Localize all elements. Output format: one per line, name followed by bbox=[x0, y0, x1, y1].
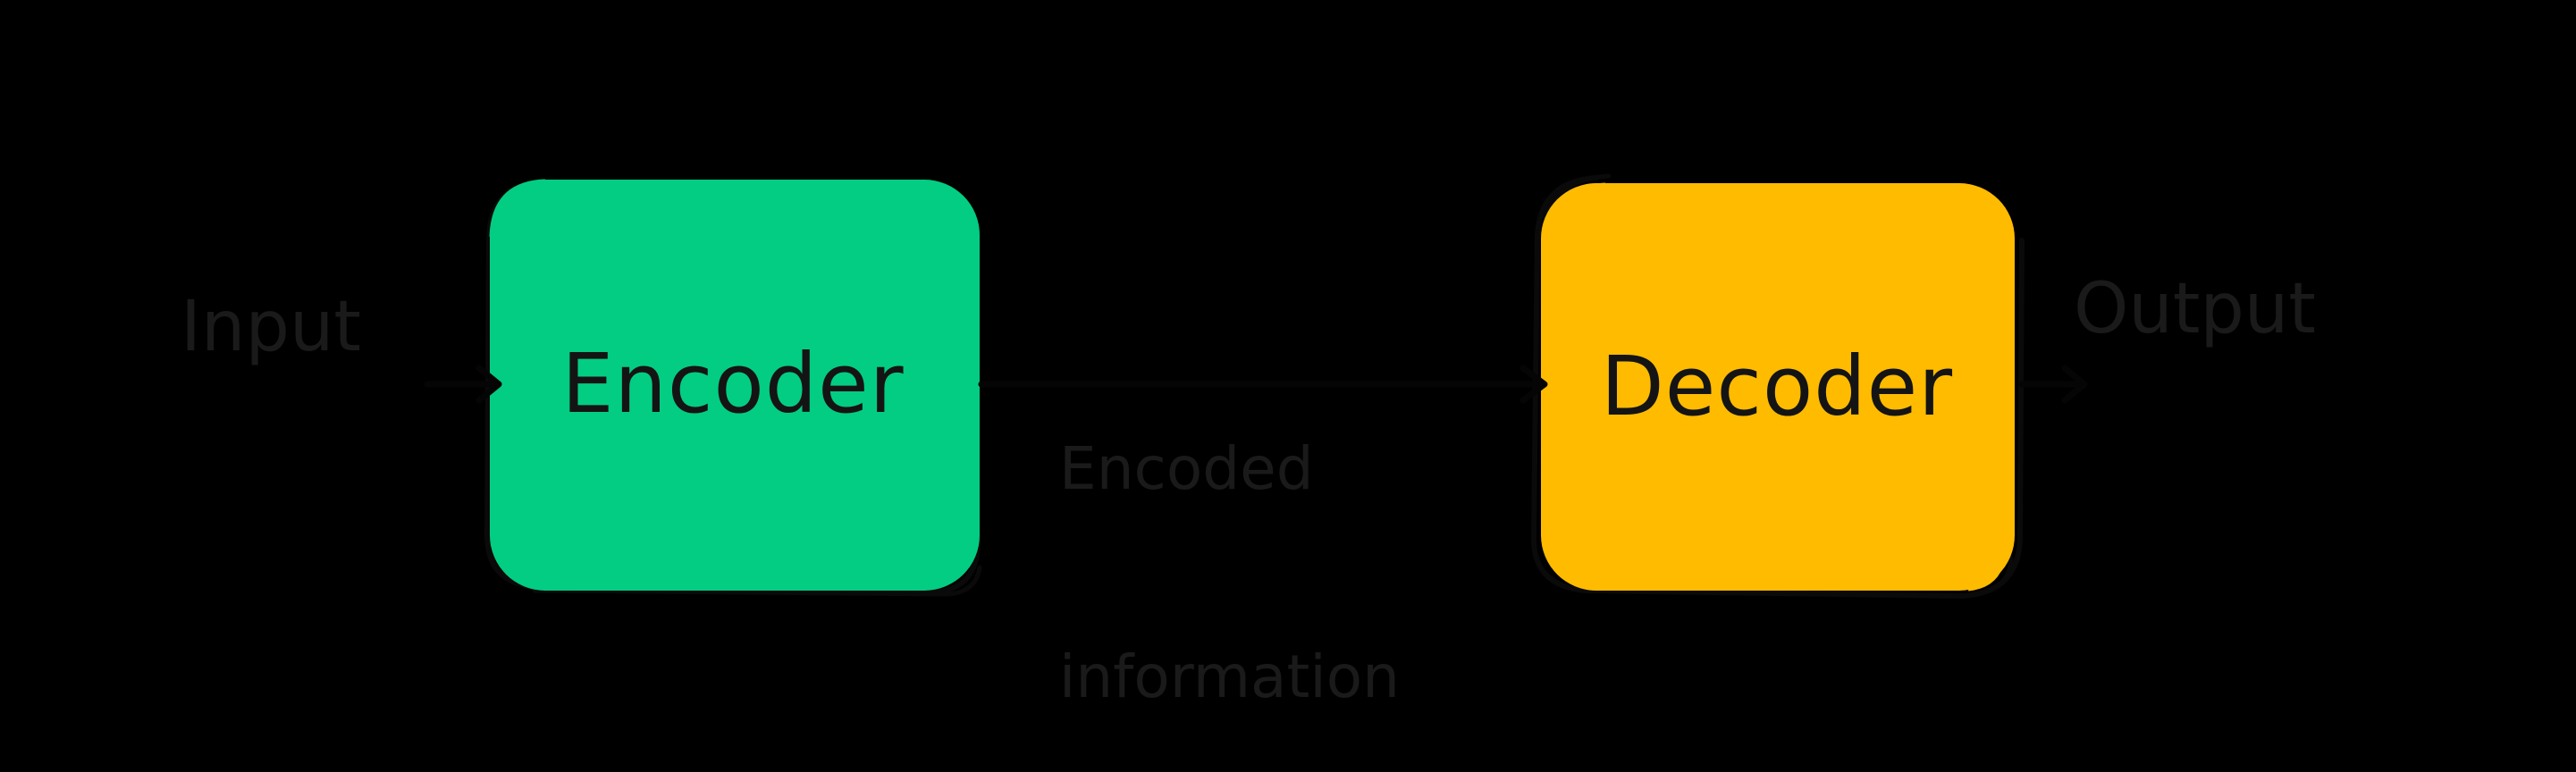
label-encoded-information: Encoded information bbox=[1059, 295, 1400, 772]
node-decoder-label: Decoder bbox=[1600, 339, 1954, 434]
label-encoded-line1: Encoded bbox=[1059, 433, 1314, 503]
label-encoded-line2: information bbox=[1059, 642, 1400, 712]
node-encoder[interactable]: Encoder bbox=[483, 174, 983, 597]
label-output: Output bbox=[2074, 269, 2316, 349]
label-input: Input bbox=[181, 287, 361, 367]
node-encoder-label: Encoder bbox=[561, 336, 905, 432]
node-decoder[interactable]: Decoder bbox=[1528, 173, 2025, 600]
